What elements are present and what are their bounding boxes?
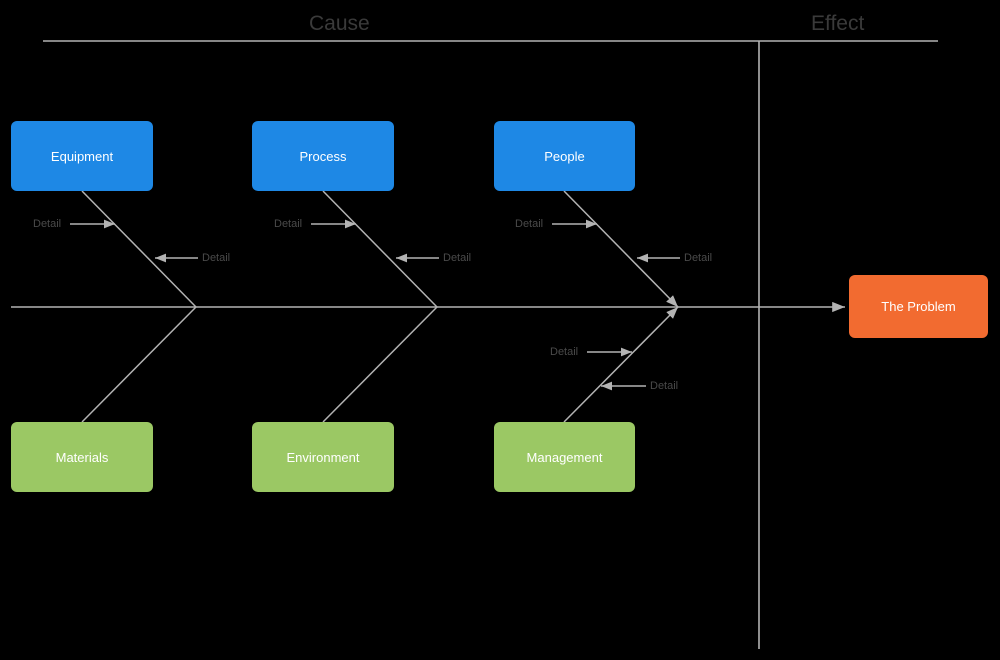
category-label-equipment: Equipment [50,148,114,164]
category-box-environment[interactable]: Environment [252,422,394,492]
rib-management [563,306,679,423]
detail-label-process-left[interactable]: Detail [274,218,303,230]
rib-materials [81,306,197,423]
category-box-people[interactable]: People [494,121,635,191]
category-label-materials: Materials [55,449,109,465]
detail-label-people-left[interactable]: Detail [515,218,544,230]
problem-box[interactable]: The Problem [849,275,988,338]
category-label-process: Process [299,148,347,164]
rib-people [563,190,679,308]
category-box-management[interactable]: Management [494,422,635,492]
category-label-environment: Environment [286,449,360,465]
rib-equipment [81,190,197,308]
effect-section-label: Effect [811,12,865,35]
detail-label-equipment-left[interactable]: Detail [33,218,62,230]
category-label-people: People [544,148,585,164]
detail-label-management-left[interactable]: Detail [550,346,579,358]
detail-label-equipment-right[interactable]: Detail [202,252,231,264]
category-box-equipment[interactable]: Equipment [11,121,153,191]
problem-label: The Problem [881,299,956,314]
rib-environment [322,306,438,423]
rib-process [322,190,438,308]
category-box-materials[interactable]: Materials [11,422,153,492]
category-box-process[interactable]: Process [252,121,394,191]
detail-label-management-right[interactable]: Detail [650,380,679,392]
category-label-management: Management [526,449,603,465]
cause-section-label: Cause [309,12,370,35]
detail-label-people-right[interactable]: Detail [684,252,713,264]
detail-label-process-right[interactable]: Detail [443,252,472,264]
